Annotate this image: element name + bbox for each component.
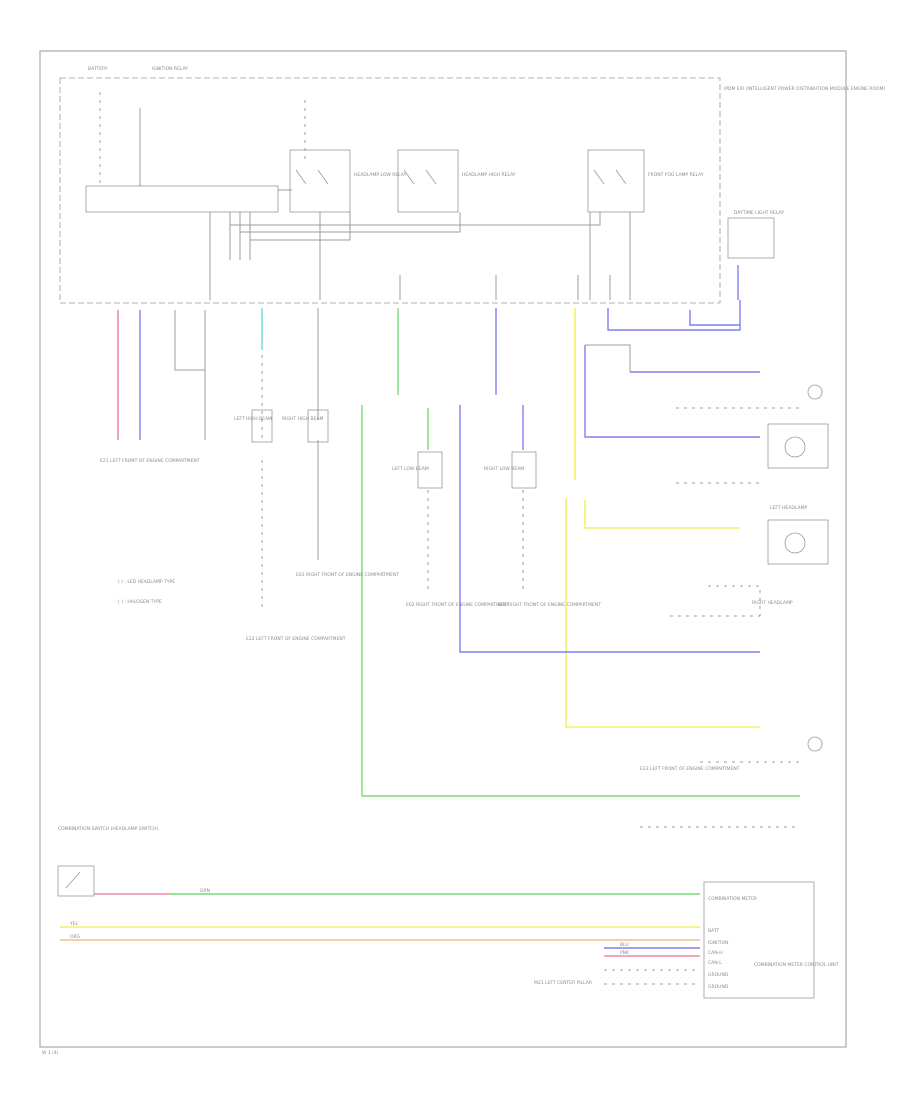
ground-e21: E21 LEFT FRONT OF ENGINE COMPARTMENT xyxy=(100,458,200,464)
wire-label-org: ORG xyxy=(70,934,81,940)
svg-text:RIGHT HEADLAMP: RIGHT HEADLAMP xyxy=(752,600,793,606)
svg-text:DAYTIME LIGHT RELAY: DAYTIME LIGHT RELAY xyxy=(734,210,784,216)
front-fog-relay: FRONT FOG LAMP RELAY xyxy=(587,149,704,213)
svg-text:COMBINATION SWITCH (HEADLAMP S: COMBINATION SWITCH (HEADLAMP SWITCH) xyxy=(58,826,158,832)
wire-yellow-long xyxy=(565,498,760,728)
svg-text:FRONT FOG LAMP RELAY: FRONT FOG LAMP RELAY xyxy=(648,172,704,178)
right-headlamp-connector: RIGHT HEADLAMP xyxy=(752,519,829,606)
right-high-beam: RIGHT HIGH BEAM xyxy=(282,409,329,443)
headlamp-high-relay: HEADLAMP HIGH RELAY xyxy=(397,149,516,213)
legend-halogen: ( ) : HALOGEN TYPE xyxy=(118,599,162,605)
combination-meter: COMBINATION METER COMBINATION METER CONT… xyxy=(703,881,839,999)
svg-text:HEADLAMP HIGH RELAY: HEADLAMP HIGH RELAY xyxy=(462,172,516,178)
svg-text:BATT: BATT xyxy=(708,928,719,934)
svg-text:COMBINATION METER: COMBINATION METER xyxy=(708,896,757,902)
svg-text:LEFT HIGH BEAM: LEFT HIGH BEAM xyxy=(234,416,272,422)
wire-label-yel: YEL xyxy=(69,921,79,927)
svg-text:HEADLAMP LOW RELAY: HEADLAMP LOW RELAY xyxy=(354,172,407,178)
diagram-frame xyxy=(39,50,847,1048)
right-low-beam: RIGHT LOW BEAM xyxy=(484,451,537,489)
svg-text:IGNITION: IGNITION xyxy=(708,940,729,946)
ground-e61: E61 RIGHT FRONT OF ENGINE COMPARTMENT xyxy=(296,572,399,578)
headlamp-low-relay: HEADLAMP LOW RELAY xyxy=(289,149,407,213)
svg-text:RIGHT HIGH BEAM: RIGHT HIGH BEAM xyxy=(282,416,324,422)
combination-switch: COMBINATION SWITCH (HEADLAMP SWITCH) xyxy=(57,826,158,897)
ignition-relay-label: IGNITION RELAY xyxy=(152,66,188,72)
ground-e63: E63 RIGHT FRONT OF ENGINE COMPARTMENT xyxy=(498,602,601,608)
battery-label: BATTERY xyxy=(88,66,108,72)
wire-blue-long xyxy=(459,405,760,653)
daytime-light-relay: DAYTIME LIGHT RELAY xyxy=(727,210,784,259)
svg-text:LEFT HEADLAMP: LEFT HEADLAMP xyxy=(770,505,807,511)
left-fog-lamp-icon xyxy=(807,384,823,400)
page-footer: W 1 (4) xyxy=(42,1050,59,1056)
svg-text:GROUND: GROUND xyxy=(708,972,729,978)
svg-text:CAN-H: CAN-H xyxy=(708,950,723,956)
svg-text:LEFT LOW BEAM: LEFT LOW BEAM xyxy=(392,466,429,472)
svg-text:GROUND: GROUND xyxy=(708,984,729,990)
ground-e22: E22 LEFT FRONT OF ENGINE COMPARTMENT xyxy=(246,636,346,642)
left-low-beam: LEFT LOW BEAM xyxy=(392,451,443,489)
wire-blue-fog xyxy=(607,300,741,331)
wire-label-blu: BLU xyxy=(620,942,629,948)
legend-led: ( ) : LED HEADLAMP TYPE xyxy=(118,579,175,585)
ipdm-module-box xyxy=(59,77,721,304)
svg-text:COMBINATION METER CONTROL UNIT: COMBINATION METER CONTROL UNIT xyxy=(754,962,839,968)
ground-m21: M21 LEFT CENTER PILLAR xyxy=(534,980,592,986)
ipdm-label: IPDM E/R (INTELLIGENT POWER DISTRIBUTION… xyxy=(724,86,885,92)
right-fog-lamp-icon xyxy=(807,736,823,752)
ipdm-internal-block xyxy=(85,185,279,213)
svg-text:RIGHT LOW BEAM: RIGHT LOW BEAM xyxy=(484,466,524,472)
ground-e23: E23 LEFT FRONT OF ENGINE COMPARTMENT xyxy=(640,766,740,772)
wire-label-grn: GRN xyxy=(200,888,210,894)
wire-label-pnk: PNK xyxy=(620,950,630,956)
wire-yellow-lb xyxy=(584,500,740,529)
wire-blue-hb xyxy=(584,345,760,438)
ground-e62: E62 RIGHT FRONT OF ENGINE COMPARTMENT xyxy=(406,602,509,608)
left-headlamp-connector: LEFT HEADLAMP xyxy=(767,423,829,511)
svg-text:CAN-L: CAN-L xyxy=(708,960,722,966)
left-high-beam: LEFT HIGH BEAM xyxy=(234,409,273,443)
